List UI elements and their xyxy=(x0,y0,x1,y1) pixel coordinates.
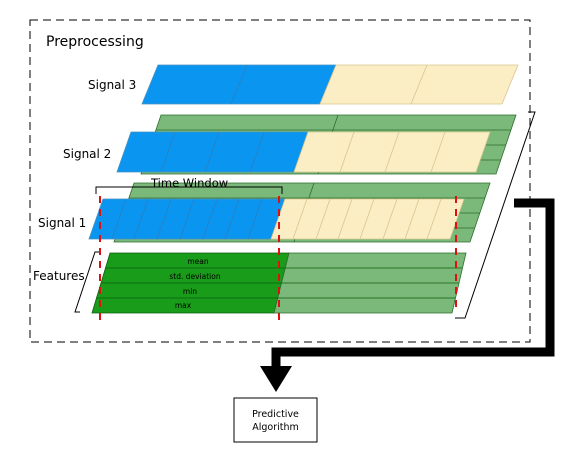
signal-2-blue-segment xyxy=(116,131,309,173)
signal-2-strip xyxy=(116,131,491,173)
time-window-bracket xyxy=(95,186,283,194)
signal-1-strip xyxy=(88,198,465,240)
time-window-label: Time Window xyxy=(150,176,228,190)
signal-3-label: Signal 3 xyxy=(88,78,136,92)
output-arrow xyxy=(260,198,555,392)
window-markers xyxy=(99,196,457,322)
signal-2-label: Signal 2 xyxy=(63,147,111,161)
predictive-algorithm-line1: Predictive xyxy=(252,409,299,420)
signal-3-strip xyxy=(141,64,519,105)
features-block xyxy=(91,252,467,314)
feature-row-mean: mean xyxy=(187,257,209,266)
predictive-algorithm-box xyxy=(233,397,318,443)
feature-row-std-deviation: std. deviation xyxy=(169,272,220,281)
stack-right-bracket xyxy=(455,111,536,319)
preprocessing-title: Preprocessing xyxy=(46,34,144,50)
feature-row-min: min xyxy=(183,287,197,296)
predictive-algorithm-line2: Algorithm xyxy=(252,422,299,433)
features-bracket xyxy=(74,251,100,313)
feature-row-max: max xyxy=(175,301,192,310)
signal-1-label: Signal 1 xyxy=(38,216,86,230)
preprocessing-frame xyxy=(29,19,531,343)
features-label: Features xyxy=(33,269,85,283)
